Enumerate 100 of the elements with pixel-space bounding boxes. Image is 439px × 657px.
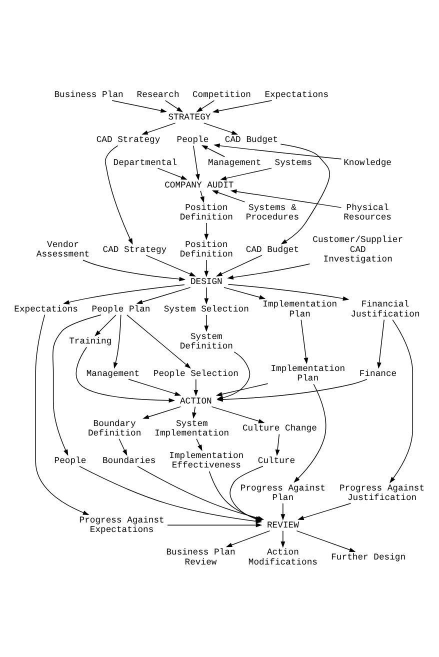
node-text: Position Definition: [180, 240, 233, 260]
node-text: ACTION: [180, 396, 212, 406]
node-text: Progress Against Expectations: [79, 516, 164, 536]
node-text: Knowledge: [344, 158, 392, 168]
arrow: [35, 314, 90, 516]
node-text: People: [176, 135, 209, 146]
node-text: People: [54, 456, 86, 466]
arrow: [204, 314, 209, 332]
arrow: [204, 287, 209, 304]
arrow: [146, 254, 196, 276]
arrow: [390, 319, 414, 484]
arrow: [280, 530, 286, 548]
arrow: [193, 145, 200, 180]
arrow: [204, 122, 238, 135]
node-text: Culture Change: [242, 424, 317, 434]
node-text: Systems & Procedures: [246, 202, 300, 223]
arrow: [63, 284, 185, 304]
node-text: Expectations: [14, 304, 78, 314]
node-text: Further Design: [331, 552, 406, 563]
arrow: [142, 122, 176, 135]
node-text: Position Definition: [180, 202, 233, 223]
arrow: [82, 260, 186, 282]
arrow: [204, 222, 209, 240]
arrow: [104, 145, 133, 245]
node-text: System Implementation: [154, 418, 230, 438]
arrow: [216, 383, 268, 396]
arrow: [226, 530, 270, 548]
node-text: Expectations: [264, 90, 329, 100]
arrow: [280, 144, 330, 244]
node-text: CAD Strategy: [102, 244, 167, 255]
node-text: Progress Against Justification: [340, 483, 425, 503]
node-text: System Selection: [164, 304, 249, 314]
arrow: [128, 378, 182, 396]
node-text: Culture: [258, 456, 296, 466]
arrow: [201, 145, 226, 158]
arrow: [204, 260, 209, 278]
arrow: [76, 346, 176, 403]
node-text: Competition: [192, 90, 251, 100]
arrow: [165, 100, 183, 112]
node-text: Departmental: [113, 158, 178, 168]
arrow: [112, 100, 167, 113]
arrow: [52, 314, 102, 456]
node-text: Action Modifications: [248, 548, 318, 568]
node-text: REVIEW: [266, 520, 299, 530]
arrow: [377, 319, 384, 369]
node-text: STRATEGY: [168, 112, 211, 123]
arrow: [228, 284, 350, 301]
node-text: Vendor Assessment: [36, 240, 90, 260]
node-text: Business Plan Review: [166, 548, 236, 568]
node-text: Systems: [274, 158, 312, 168]
arrow: [212, 100, 272, 114]
node-text: System Definition: [180, 332, 233, 352]
node-text: Finance: [359, 368, 397, 379]
arrow: [157, 168, 188, 180]
node-text: DESIGN: [190, 277, 222, 288]
arrow: [200, 190, 204, 203]
arrow: [296, 530, 356, 552]
node-text: Implementation Plan: [262, 300, 338, 320]
arrow: [300, 319, 308, 364]
arrow: [212, 190, 246, 202]
arrow: [167, 522, 262, 528]
node-text: Progress Against Plan: [240, 483, 326, 503]
node-text: People Plan: [92, 304, 150, 314]
arrow: [227, 264, 310, 280]
arrow: [196, 438, 202, 452]
node-text: Training: [69, 336, 112, 347]
node-text: Management: [208, 158, 262, 168]
arrow: [216, 254, 262, 277]
node-text: Boundaries: [102, 456, 156, 466]
arrow: [126, 314, 191, 369]
arrow: [220, 168, 272, 180]
arrow: [224, 287, 266, 300]
arrow: [113, 314, 122, 369]
node-text: Implementation Plan: [270, 364, 346, 384]
arrow: [196, 100, 215, 112]
node-text: Financial Justification: [350, 300, 420, 320]
node-text: CAD Budget: [246, 244, 300, 255]
arrow: [118, 438, 128, 456]
node-text: CAD Strategy: [96, 135, 160, 146]
arrow: [298, 502, 352, 520]
arrow: [194, 379, 198, 396]
arrow: [275, 434, 280, 456]
node-text: Management: [86, 368, 140, 379]
arrow: [192, 406, 196, 419]
arrow: [211, 406, 265, 424]
node-text: Customer/Supplier CAD Investigation: [312, 235, 404, 264]
node-text: COMPANY AUDIT: [164, 180, 234, 190]
node-text: Physical Resources: [344, 202, 392, 223]
arrow: [294, 384, 326, 483]
arrow: [214, 144, 342, 160]
node-text: Research: [136, 90, 180, 100]
node-text: Business Plan: [54, 90, 124, 100]
arrow: [94, 314, 116, 336]
node-text: Implementation Effectiveness: [169, 451, 244, 471]
arrow: [230, 189, 342, 208]
node-text: CAD Budget: [224, 135, 278, 146]
node-text: People Selection: [153, 368, 238, 379]
node-text: Boundary Definition: [88, 418, 142, 438]
arrow: [280, 502, 286, 520]
arrow: [136, 287, 191, 304]
